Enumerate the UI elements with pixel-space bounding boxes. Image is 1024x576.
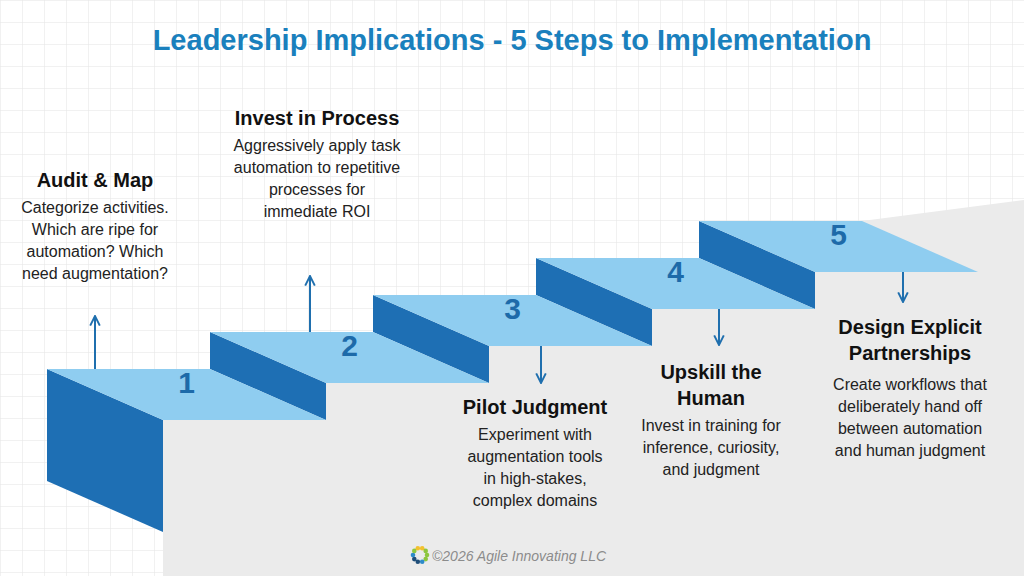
stair-step: 1 [47,369,326,420]
step-heading: Pilot Judgment [435,394,635,420]
step-description: Categorize activities. Which are ripe fo… [13,197,178,285]
stair-step: 4 [536,258,815,309]
step-top [536,258,815,309]
step-description: Invest in training for inference, curios… [636,415,786,481]
diagram-title: Leadership Implications - 5 Steps to Imp… [0,20,1024,60]
logo-dot [416,546,421,551]
step-number: 4 [536,257,815,287]
step-heading: Design Explicit Partnerships [820,314,1000,366]
step-heading: Upskill the Human [636,359,786,411]
step-callout: Upskill the HumanInvest in training for … [636,345,786,481]
step-description: Create workflows that deliberately hand … [829,374,991,462]
step-description: Aggressively apply task automation to re… [232,135,402,223]
step-arrow [309,276,311,332]
step-number: 5 [699,220,978,250]
step-callout: Invest in ProcessAggressively apply task… [232,105,402,276]
step-top [210,332,489,383]
step-top [373,295,652,346]
step-number: 1 [47,368,326,398]
stair-shadow [163,200,1024,576]
step-callout: Audit & MapCategorize activities. Which … [13,167,178,316]
step-heading: Audit & Map [13,167,178,193]
stair-step: 5 [699,221,978,272]
step-number: 2 [210,331,489,361]
logo-dot [411,553,416,558]
step-arrow [718,309,720,345]
logo [411,546,430,564]
step-callout: Pilot JudgmentExperiment with augmentati… [435,383,635,512]
step-arrow [902,272,904,302]
step-arrow [94,316,96,369]
stair-step: 3 [373,295,652,346]
logo-dot [412,557,417,562]
logo-dot [420,559,425,564]
logo-dot [425,553,430,558]
step-arrow [540,346,542,383]
step-callout: Design Explicit PartnershipsCreate workf… [820,302,1000,462]
step-description: Experiment with augmentation tools in hi… [463,424,608,512]
step-top [699,221,978,272]
stair-step: 2 [210,332,489,383]
step-top [47,369,326,420]
step-number: 3 [373,294,652,324]
step-heading: Invest in Process [232,105,402,131]
copyright-note: ©2026 Agile Innovating LLC [432,547,606,565]
logo-dot [423,549,428,554]
